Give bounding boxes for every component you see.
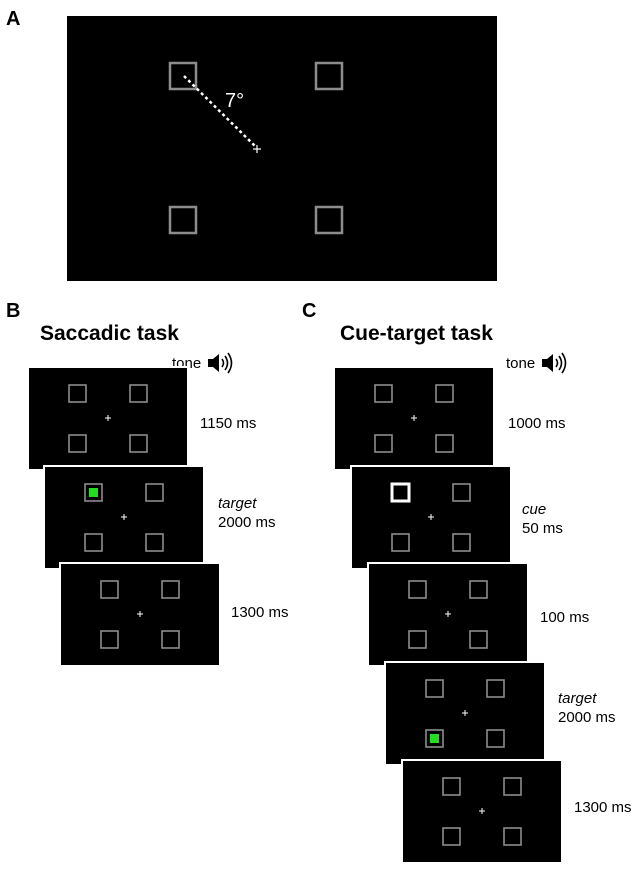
frame-c3 [367,562,529,667]
frame-b2 [43,465,205,570]
cue-box [390,482,411,503]
title-cue-target-task: Cue-target task [340,322,493,345]
green-target [89,488,98,497]
eccentricity-line [183,75,257,148]
frame-c1-label: 1000 ms [508,415,566,432]
frame-c1 [333,366,495,471]
green-target [430,734,439,743]
placeholder-box-bottom-left [168,205,198,235]
panel-letter-b: B [6,300,21,322]
tone-label-c: tone [506,355,536,372]
frame-b3 [59,562,221,667]
main-display-graphic: 7° [168,61,344,235]
main-display: 7° [67,16,497,281]
placeholder-box-top-left [168,61,198,91]
placeholder-box-top-right [314,61,344,91]
frame-b1-label: 1150 ms [200,415,257,432]
title-saccadic-task: Saccadic task [40,322,179,345]
placeholder-box-bottom-right [314,205,344,235]
frame-c5-label: 1300 ms [574,799,632,816]
speaker-icon [541,352,571,374]
frame-b3-label: 1300 ms [231,604,289,621]
panel-letter-a: A [6,8,21,30]
frame-b1 [27,366,189,471]
frame-c4 [384,661,546,766]
frame-c2 [350,465,512,570]
frame-c5 [401,759,563,864]
speaker-icon [207,352,237,374]
angle-label: 7° [225,90,244,112]
panel-letter-c: C [302,300,317,322]
frame-c3-label: 100 ms [540,609,590,626]
